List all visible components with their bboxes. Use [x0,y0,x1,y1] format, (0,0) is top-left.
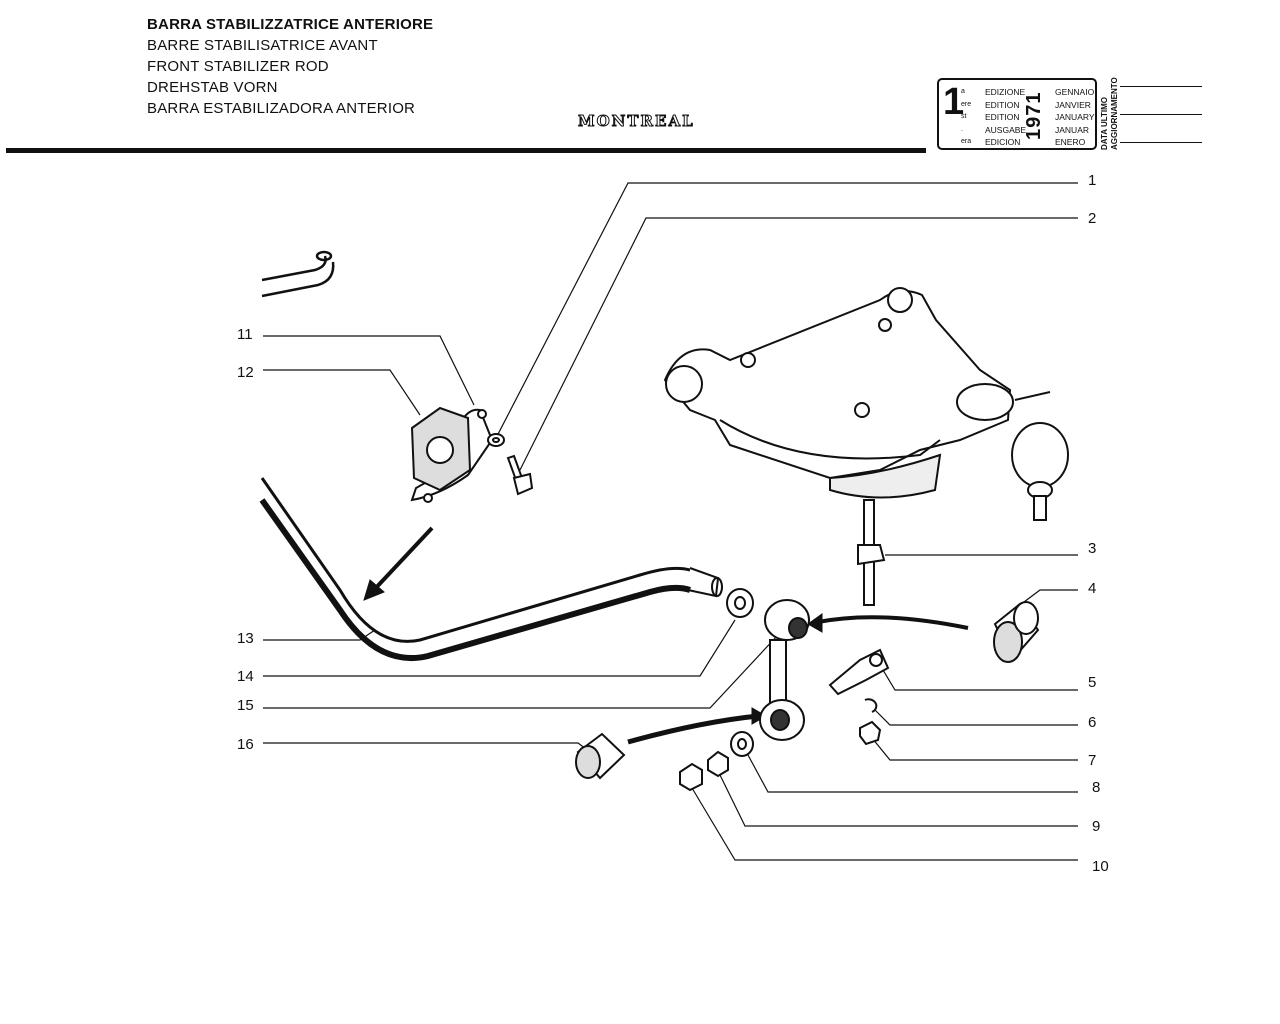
leader-line-5 [879,664,1078,691]
pin-5 [828,648,890,696]
callout-5: 5 [1088,674,1097,691]
lock-washer-6 [864,698,878,713]
washer-1 [487,433,505,447]
callout-11: 11 [237,326,253,343]
update-line [1120,114,1202,115]
bushing-4 [993,601,1040,663]
control-arm [663,287,1014,499]
model-logo: MONTREAL [578,112,695,131]
callout-3: 3 [1088,540,1097,557]
suffix: ere [961,100,972,108]
leader-line-8 [747,754,1078,793]
callout-1: 1 [1088,172,1097,189]
update-entry-lines [1120,86,1202,170]
nut-7 [859,720,882,746]
leader-line-15 [263,634,779,709]
edition-months: GENNAIO JANVIER JANUARY JANUAR ENERO [1055,86,1095,149]
direction-arrows [363,526,969,745]
edition-word: EDITION [985,112,1020,123]
ball-joint [1011,391,1069,521]
leader-line-14 [263,619,736,677]
edition-languages: EDIZIONE EDITION EDITION AUSGABE EDICION [985,86,1026,149]
bar-end-top [261,250,335,298]
month: JANUAR [1055,124,1090,135]
washer-14 [726,588,754,618]
month: ENERO [1055,137,1086,148]
suffix: a [961,88,965,95]
month: JANUARY [1055,112,1095,123]
bushing-16 [575,732,626,780]
callout-13: 13 [237,630,254,647]
leader-line-2 [519,217,1078,471]
callout-8: 8 [1092,779,1101,796]
nut-10 [679,762,703,792]
leader-line-9 [719,774,1078,827]
leader-line-16 [263,742,591,753]
leader-line-13 [263,629,376,641]
callout-10: 10 [1092,858,1109,875]
suffix: st [961,113,967,121]
edition-box: 1 a ere st . era EDIZIONE EDITION EDITIO… [937,78,1097,150]
update-line [1120,86,1202,87]
callout-16: 16 [237,736,254,753]
leader-line-10 [691,787,1078,861]
callout-4: 4 [1088,580,1097,597]
edition-word: EDITION [985,99,1020,110]
month: GENNAIO [1055,87,1095,97]
stud-3 [857,499,886,606]
title-english: FRONT STABILIZER ROD [147,58,329,75]
title-french: BARRE STABILISATRICE AVANT [147,37,378,54]
edition-word: AUSGABE [985,124,1027,135]
leader-line-1 [495,182,1078,439]
update-line [1120,142,1202,143]
title-spanish: BARRA ESTABILIZADORA ANTERIOR [147,100,416,117]
leader-line-12 [263,369,421,416]
callout-9: 9 [1092,818,1101,835]
edition-word: EDICION [985,137,1021,148]
leader-line-11 [263,335,475,406]
callout-15: 15 [237,697,254,714]
washer-8 [730,731,754,757]
callout-2: 2 [1088,210,1097,227]
nut-9 [707,750,729,778]
callout-7: 7 [1088,752,1097,769]
month: JANVIER [1055,99,1091,110]
rubber-bush [410,406,472,492]
edition-number: 1 [943,81,965,123]
title-german: DREHSTAB VORN [147,79,278,96]
edition-word: EDIZIONE [985,87,1026,97]
suffix: era [961,138,972,146]
callout-12: 12 [237,364,254,381]
suffix: . [961,125,963,133]
callout-6: 6 [1088,714,1097,731]
callout-14: 14 [237,668,254,685]
edition-suffixes: a ere st . era [961,86,971,149]
header-rule [6,148,926,153]
stabilizer-bar [259,477,723,662]
title-italian: BARRA STABILIZZATRICE ANTERIORE [147,16,434,33]
leader-line-4 [1019,589,1078,606]
link-15 [759,599,810,741]
leader-line-7 [871,737,1078,761]
bolt-2 [506,454,534,496]
leader-line-6 [874,709,1078,726]
title-block: BARRA STABILIZZATRICE ANTERIORE BARRE ST… [147,14,433,119]
